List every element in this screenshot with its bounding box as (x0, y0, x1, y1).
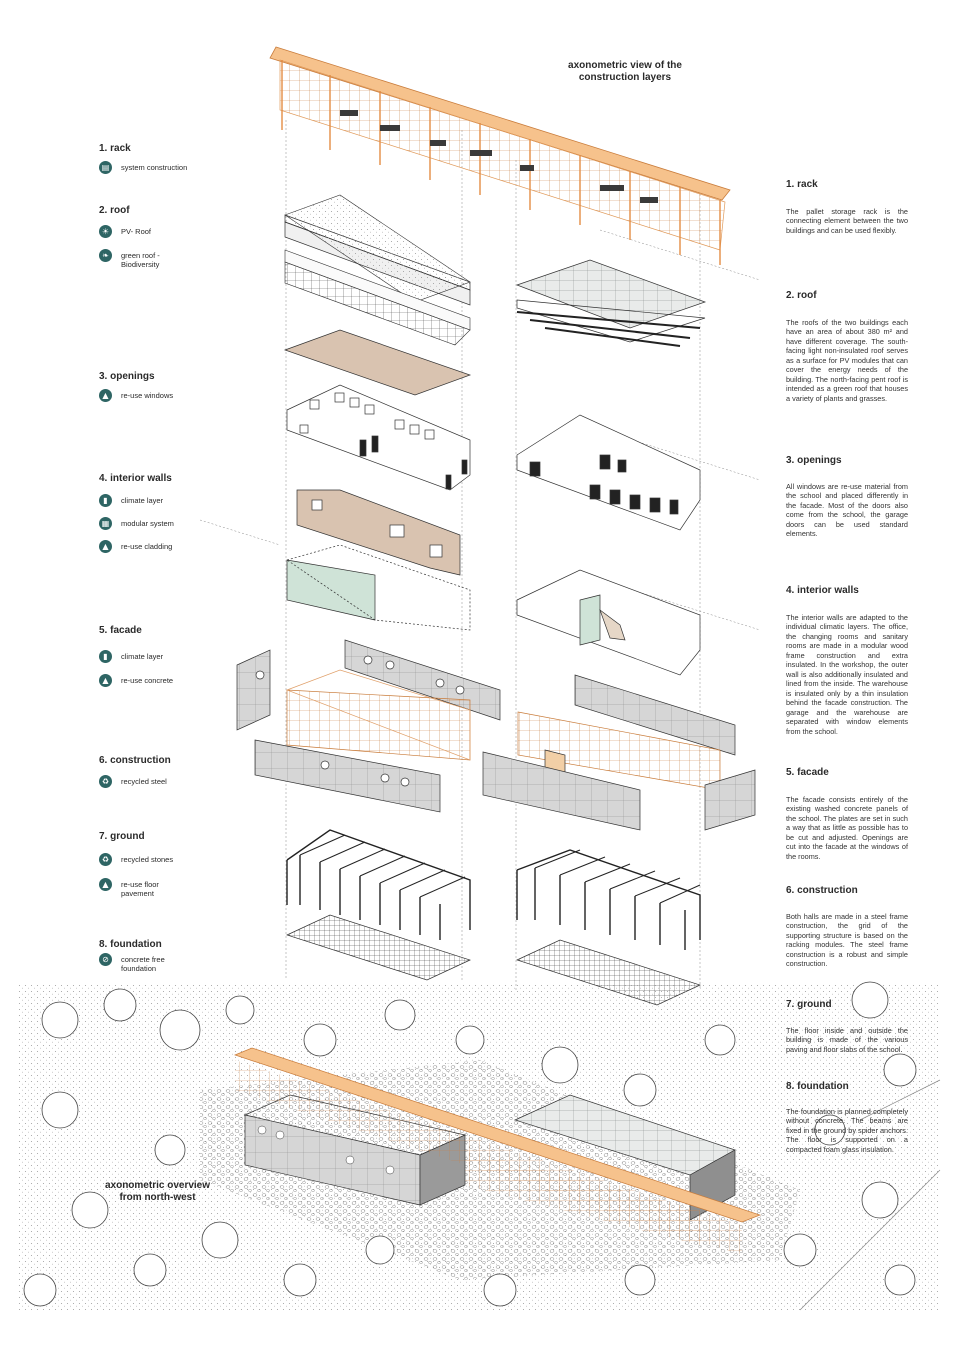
legend-item: ♻ recycled stones (99, 853, 211, 866)
description-title-openings: 3. openings (786, 455, 842, 466)
interior-walls-layer (286, 489, 701, 676)
bottom-title: axonometric overview from north-west (70, 1180, 245, 1204)
top-title-line1: axonometric view of the (568, 60, 682, 71)
mountain-icon: ▲ (99, 674, 112, 687)
legend-item: ❧ green roof - Biodiversity (99, 249, 181, 270)
description-text-roof: The roofs of the two buildings each have… (786, 318, 908, 403)
mountain-icon: ▲ (99, 389, 112, 402)
rack-icon: ▤ (99, 161, 112, 174)
description-text-foundation: The foundation is planned completely wit… (786, 1107, 908, 1154)
layer-icon: ▮ (99, 650, 112, 663)
legend-item: ▮ climate layer (99, 650, 211, 663)
legend-item: ▲ re-use cladding (99, 540, 211, 553)
no-concrete-icon: ⊘ (99, 953, 112, 966)
legend-title-ground: 7. ground (99, 831, 145, 842)
legend-item: ▤ system construction (99, 161, 211, 174)
description-text-facade: The facade consists entirely of the exis… (786, 795, 908, 861)
steel-construction-layer (286, 829, 701, 950)
solar-panel-icon: ☀ (99, 225, 112, 238)
facade-layer (236, 639, 756, 831)
description-text-construction: Both halls are made in a steel frame con… (786, 912, 908, 969)
legend-item: ▲ re-use windows (99, 389, 211, 402)
description-text-openings: All windows are re-use material from the… (786, 482, 908, 539)
legend-item: ▮ climate layer (99, 494, 211, 507)
description-title-interior-walls: 4. interior walls (786, 585, 859, 596)
description-title-roof: 2. roof (786, 290, 817, 301)
mountain-icon: ▲ (99, 540, 112, 553)
description-title-facade: 5. facade (786, 767, 829, 778)
legend-item: ♻ recycled steel (99, 775, 211, 788)
openings-layer (286, 384, 701, 531)
modular-icon: ▦ (99, 517, 112, 530)
description-title-foundation: 8. foundation (786, 1081, 849, 1092)
legend-item: ▦ modular system (99, 517, 211, 530)
legend-title-facade: 5. facade (99, 625, 142, 636)
description-title-ground: 7. ground (786, 999, 832, 1010)
legend-item: ☀ PV- Roof (99, 225, 211, 238)
legend-title-construction: 6. construction (99, 755, 171, 766)
rack-layer (269, 46, 731, 265)
legend-item: ▲ re-use floor pavement (99, 878, 171, 899)
description-text-interior-walls: The interior walls are adapted to the in… (786, 613, 908, 736)
site-overview (18, 981, 941, 1311)
mountain-icon: ▲ (99, 878, 112, 891)
top-title: axonometric view of the construction lay… (540, 60, 710, 84)
description-text-ground: The floor inside and outside the buildin… (786, 1026, 908, 1054)
bottom-title-line1: axonometric overview (104, 1180, 211, 1191)
roof-layer (283, 194, 707, 396)
bottom-title-line2: from north-west (119, 1192, 196, 1203)
description-title-construction: 6. construction (786, 885, 858, 896)
description-text-rack: The pallet storage rack is the connectin… (786, 207, 908, 235)
legend-title-openings: 3. openings (99, 371, 155, 382)
legend-title-foundation: 8. foundation (99, 939, 162, 950)
legend-title-interior-walls: 4. interior walls (99, 473, 172, 484)
legend-title-roof: 2. roof (99, 205, 130, 216)
description-title-rack: 1. rack (786, 179, 818, 190)
layer-icon: ▮ (99, 494, 112, 507)
leaf-icon: ❧ (99, 249, 112, 262)
legend-item: ⊘ concrete free foundation (99, 953, 176, 974)
legend-item: ▲ re-use concrete (99, 674, 211, 687)
legend-title-rack: 1. rack (99, 143, 131, 154)
recycle-icon: ♻ (99, 853, 112, 866)
recycle-icon: ♻ (99, 775, 112, 788)
top-title-line2: construction layers (578, 72, 672, 83)
